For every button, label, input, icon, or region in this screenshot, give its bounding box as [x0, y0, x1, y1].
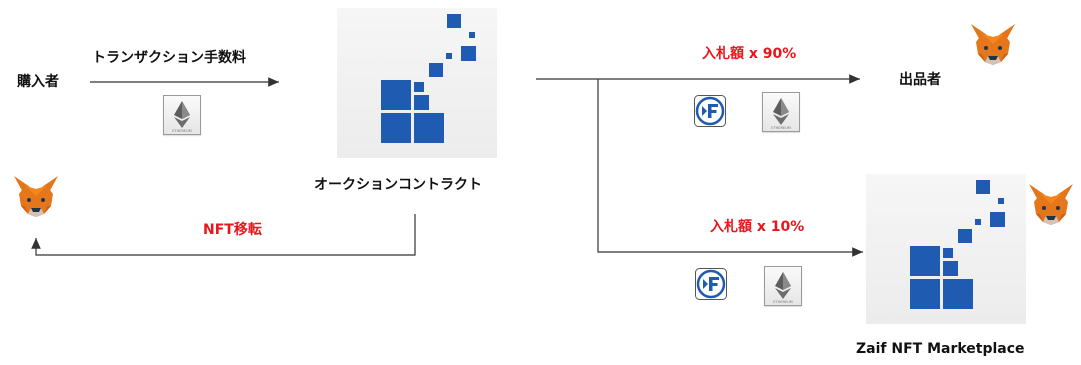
- contract-logo-panel: [337, 8, 497, 158]
- marketplace-logo-panel: [866, 174, 1026, 324]
- contract-label: オークションコントラクト: [314, 177, 482, 193]
- eth-card-caption: ETHEREUM: [773, 300, 792, 304]
- zaif-logo-icon: [337, 8, 497, 158]
- zaif-f-token-icon: [694, 95, 726, 127]
- seller-label: 出品者: [899, 72, 941, 88]
- tx-fee-label: トランザクション手数料: [92, 50, 246, 66]
- metamask-fox-icon: [971, 24, 1015, 65]
- metamask-fox-icon: [14, 176, 58, 217]
- contract-to-marketplace-arrow: [597, 79, 863, 257]
- nft-transfer-arrow: [31, 214, 416, 256]
- ethereum-icon: ETHEREUM: [764, 266, 802, 306]
- bid-90-label: 入札額 x 90%: [702, 46, 797, 62]
- marketplace-label: Zaif NFT Marketplace: [856, 341, 1025, 357]
- eth-card-caption: ETHEREUM: [172, 129, 191, 133]
- zaif-logo-icon: [866, 174, 1026, 324]
- nft-transfer-label: NFT移転: [203, 222, 262, 238]
- ethereum-icon: ETHEREUM: [762, 92, 800, 132]
- zaif-f-token-icon: [695, 268, 727, 300]
- eth-card-caption: ETHEREUM: [771, 126, 790, 130]
- ethereum-icon: ETHEREUM: [163, 95, 201, 135]
- bid-10-label: 入札額 x 10%: [710, 219, 805, 235]
- metamask-fox-icon: [1029, 184, 1073, 225]
- buyer-label: 購入者: [17, 74, 59, 90]
